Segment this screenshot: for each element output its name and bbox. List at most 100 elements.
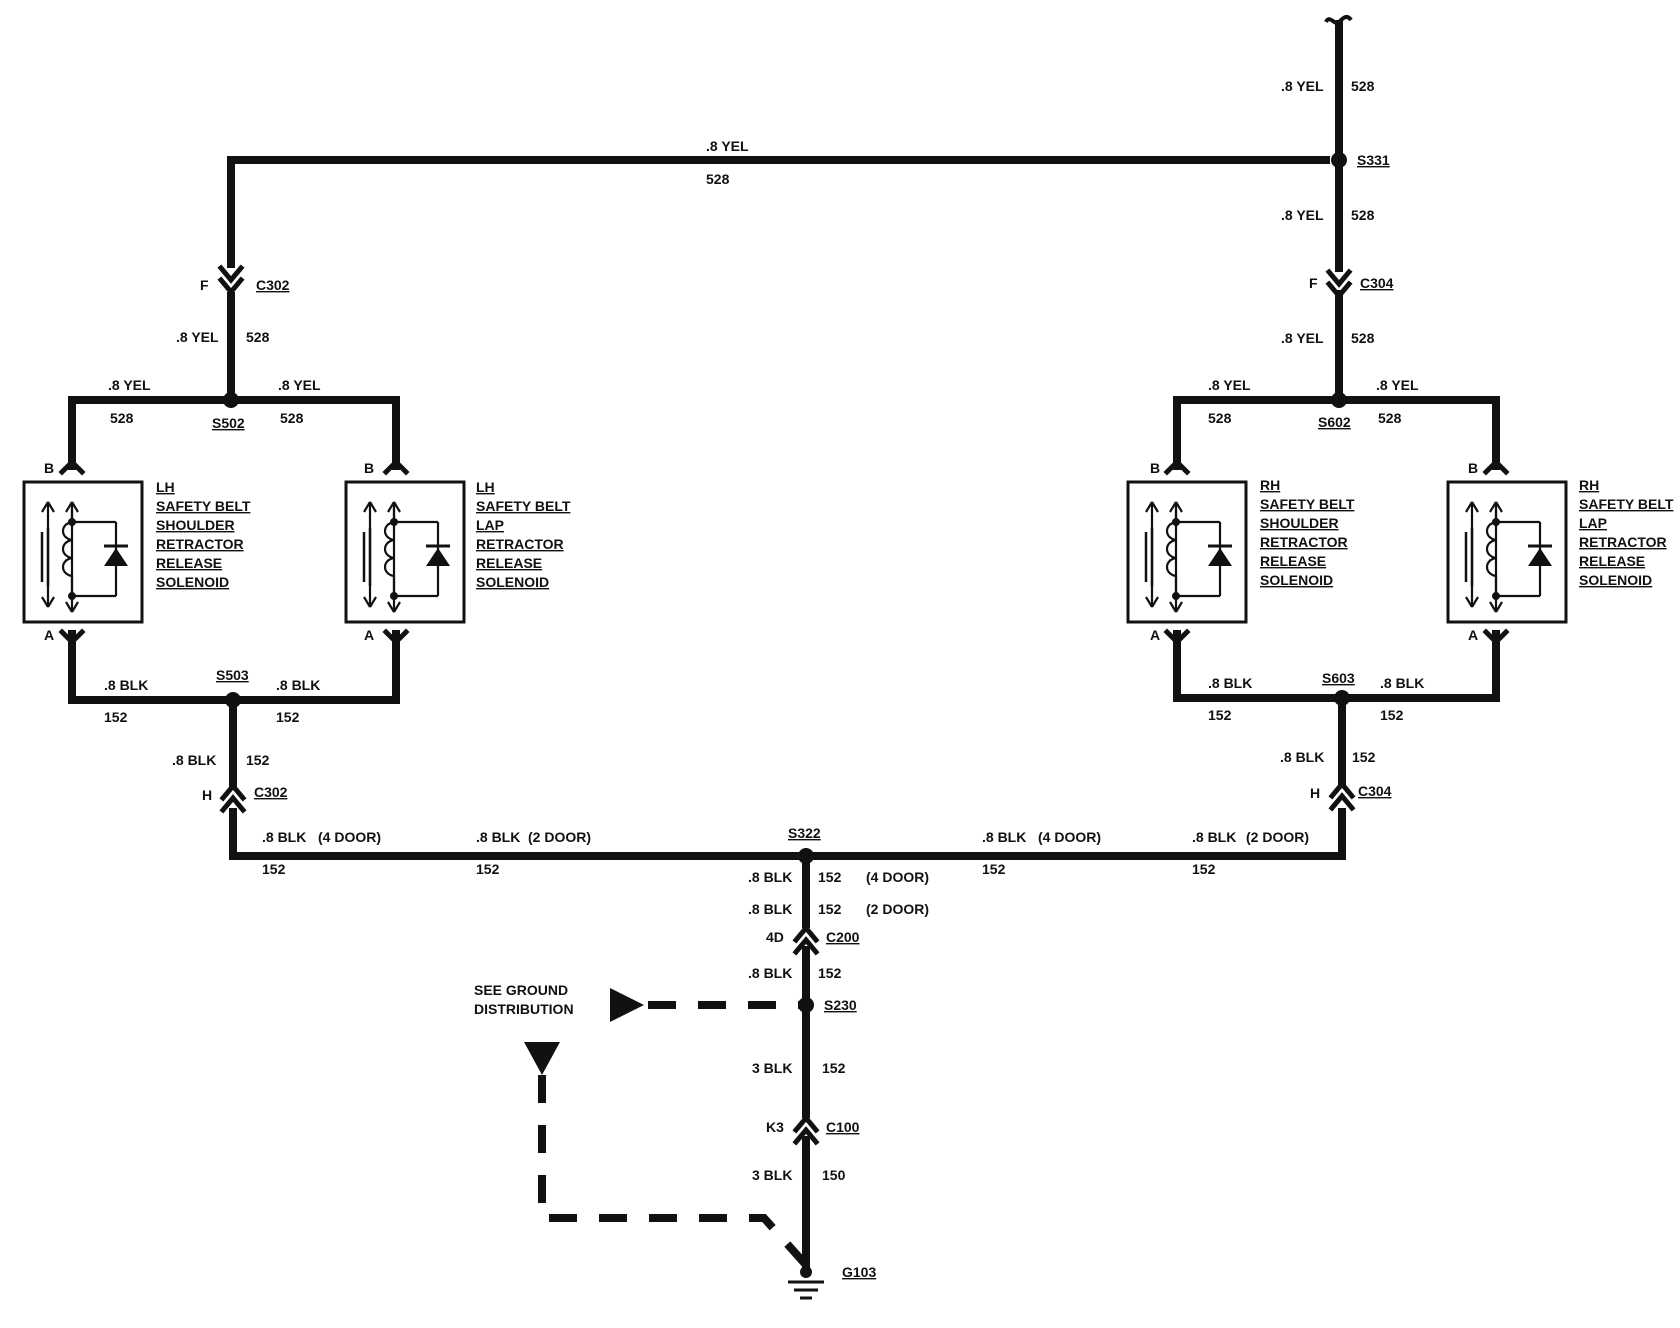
rh-shoulder-solenoid-label: RH SAFETY BELT SHOULDER RETRACTOR RELEAS… bbox=[1260, 477, 1355, 588]
wire-color-label: 3 BLK bbox=[752, 1167, 792, 1183]
wire-528-rh-lap bbox=[1339, 396, 1500, 470]
splice-label-s322: S322 bbox=[788, 825, 821, 841]
connector-c200-icon bbox=[792, 924, 820, 956]
svg-text:RH: RH bbox=[1260, 477, 1280, 493]
wire-color-label: .8 YEL bbox=[1281, 330, 1324, 346]
ground-g103-icon bbox=[788, 1266, 824, 1300]
splice-s602-dot bbox=[1331, 392, 1347, 408]
circuit-label: 152 bbox=[1208, 707, 1232, 723]
pin-label: A bbox=[1150, 627, 1160, 643]
pin-label: A bbox=[364, 627, 374, 643]
splice-label-s331: S331 bbox=[1357, 152, 1390, 168]
pin-label: B bbox=[364, 460, 374, 476]
ground-distribution-dash-l bbox=[538, 1075, 809, 1268]
svg-text:LAP: LAP bbox=[476, 517, 504, 533]
circuit-label: 152 bbox=[246, 752, 270, 768]
circuit-label: 152 bbox=[476, 861, 500, 877]
lh-shoulder-solenoid bbox=[22, 458, 144, 646]
connector-label-c200: C200 bbox=[826, 929, 860, 945]
circuit-label: 152 bbox=[276, 709, 300, 725]
svg-text:RELEASE: RELEASE bbox=[156, 555, 222, 571]
ground-label-g103: G103 bbox=[842, 1264, 876, 1280]
svg-text:SAFETY BELT: SAFETY BELT bbox=[1260, 496, 1355, 512]
wire-528-lh-lap bbox=[231, 396, 400, 470]
wire-528-top bbox=[227, 14, 1353, 400]
splice-s331-dot bbox=[1331, 152, 1347, 168]
svg-text:RH: RH bbox=[1579, 477, 1599, 493]
wire-color-label: .8 BLK bbox=[276, 677, 320, 693]
wire-color-label: .8 YEL bbox=[176, 329, 219, 345]
wire-color-label: .8 YEL bbox=[1281, 207, 1324, 223]
splice-label-s602: S602 bbox=[1318, 414, 1351, 430]
splice-label-s502: S502 bbox=[212, 415, 245, 431]
svg-text:LAP: LAP bbox=[1579, 515, 1607, 531]
splice-s230-dot bbox=[798, 997, 814, 1013]
circuit-label: 152 bbox=[1192, 861, 1216, 877]
wire-color-label: .8 BLK bbox=[476, 829, 520, 845]
wire-152-main bbox=[229, 808, 1346, 860]
splice-s502-dot bbox=[223, 392, 239, 408]
lh-shoulder-solenoid-label: LH SAFETY BELT SHOULDER RETRACTOR RELEAS… bbox=[156, 479, 251, 590]
svg-text:RELEASE: RELEASE bbox=[476, 555, 542, 571]
circuit-label: 528 bbox=[1208, 410, 1232, 426]
svg-text:RETRACTOR: RETRACTOR bbox=[476, 536, 564, 552]
svg-text:RELEASE: RELEASE bbox=[1260, 553, 1326, 569]
wire-528-lh-shoulder bbox=[68, 396, 231, 470]
svg-text:SOLENOID: SOLENOID bbox=[1260, 572, 1333, 588]
ground-note-line1: SEE GROUND bbox=[474, 982, 568, 998]
pin-label: F bbox=[200, 277, 209, 293]
variant-label: (2 DOOR) bbox=[528, 829, 591, 845]
circuit-label: 152 bbox=[1380, 707, 1404, 723]
rh-lap-solenoid bbox=[1446, 458, 1568, 646]
pin-label: A bbox=[1468, 627, 1478, 643]
svg-text:LH: LH bbox=[156, 479, 175, 495]
svg-text:RETRACTOR: RETRACTOR bbox=[156, 536, 244, 552]
connector-label-c100: C100 bbox=[826, 1119, 860, 1135]
connector-label-c302: C302 bbox=[256, 277, 290, 293]
circuit-label: 152 bbox=[822, 1060, 846, 1076]
wire-color-label: .8 BLK bbox=[172, 752, 216, 768]
pin-label: B bbox=[44, 460, 54, 476]
circuit-label: 528 bbox=[1351, 207, 1375, 223]
circuit-label: 528 bbox=[280, 410, 304, 426]
wire-color-label: .8 BLK bbox=[1192, 829, 1236, 845]
lh-lap-solenoid-label: LH SAFETY BELT LAP RETRACTOR RELEASE SOL… bbox=[476, 479, 571, 590]
connector-c302-h-icon bbox=[219, 782, 247, 814]
splice-s603-dot bbox=[1334, 690, 1350, 706]
circuit-label: 152 bbox=[818, 901, 842, 917]
circuit-label: 152 bbox=[818, 965, 842, 981]
svg-text:SOLENOID: SOLENOID bbox=[476, 574, 549, 590]
circuit-label: 528 bbox=[110, 410, 134, 426]
variant-label: (2 DOOR) bbox=[866, 901, 929, 917]
wire-color-label: .8 BLK bbox=[748, 965, 792, 981]
wire-color-label: .8 YEL bbox=[108, 377, 151, 393]
circuit-label: 150 bbox=[822, 1167, 846, 1183]
ground-arrow-right-icon bbox=[610, 988, 644, 1022]
wire-color-label: .8 BLK bbox=[748, 869, 792, 885]
circuit-label: 152 bbox=[262, 861, 286, 877]
wire-color-label: .8 BLK bbox=[982, 829, 1026, 845]
wire-color-label: 3 BLK bbox=[752, 1060, 792, 1076]
circuit-label: 528 bbox=[246, 329, 270, 345]
circuit-label: 528 bbox=[1351, 78, 1375, 94]
wire-color-label: .8 BLK bbox=[1380, 675, 1424, 691]
wire-color-label: .8 BLK bbox=[1208, 675, 1252, 691]
circuit-label: 528 bbox=[706, 171, 730, 187]
wire-color-label: .8 YEL bbox=[706, 138, 749, 154]
ground-arrow-down-icon bbox=[524, 1042, 560, 1075]
pin-label: H bbox=[1310, 785, 1320, 801]
ground-note-line2: DISTRIBUTION bbox=[474, 1001, 574, 1017]
variant-label: (4 DOOR) bbox=[318, 829, 381, 845]
wire-color-label: .8 BLK bbox=[1280, 749, 1324, 765]
circuit-label: 152 bbox=[1352, 749, 1376, 765]
rh-lap-solenoid-label: RH SAFETY BELT LAP RETRACTOR RELEASE SOL… bbox=[1579, 477, 1674, 588]
splice-s503-dot bbox=[225, 692, 241, 708]
variant-label: (2 DOOR) bbox=[1246, 829, 1309, 845]
circuit-label: 528 bbox=[1378, 410, 1402, 426]
wire-color-label: .8 YEL bbox=[1281, 78, 1324, 94]
pin-label: H bbox=[202, 787, 212, 803]
circuit-label: 152 bbox=[818, 869, 842, 885]
variant-label: (4 DOOR) bbox=[1038, 829, 1101, 845]
wire-color-label: .8 BLK bbox=[748, 901, 792, 917]
pin-label: F bbox=[1309, 275, 1318, 291]
